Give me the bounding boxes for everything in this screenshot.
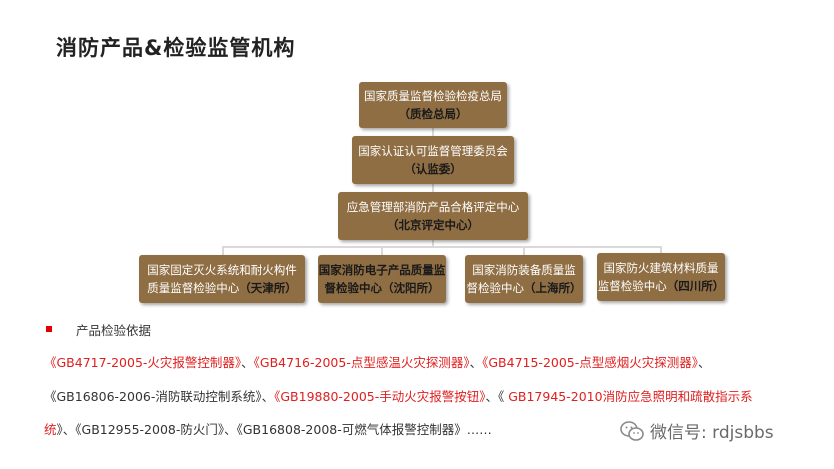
node-shenyang-line2: 督检验中心（沈阳所）: [324, 281, 440, 295]
separator: 、《: [485, 389, 509, 404]
connector-line: [222, 246, 662, 248]
standard-gb19880: 《GB19880-2005-手动火灾报警按钮》: [274, 389, 486, 404]
node-cnca-name: 国家认证认可监督管理委员会: [358, 144, 508, 158]
standard-gb17945: GB17945-2010消防应急照明和疏散指示系: [508, 389, 753, 404]
node-sichuan-line2: 监督检验中心: [597, 279, 667, 293]
node-cnca: 国家认证认可监督管理委员会 （认监委）: [352, 136, 514, 184]
node-cnca-abbr: （认监委）: [404, 162, 462, 176]
node-shenyang: 国家消防电子产品质量监 督检验中心（沈阳所）: [318, 255, 446, 303]
wechat-id: 微信号: rdjsbbs: [650, 423, 774, 443]
separator: 、: [469, 355, 483, 370]
node-shenyang-line1: 国家消防电子产品质量监: [318, 263, 446, 277]
node-shanghai-line2-wrap: 督检验中心（上海所）: [467, 279, 582, 297]
node-aqsiq-abbr: （质检总局）: [398, 107, 468, 121]
node-sichuan-line1: 国家防火建筑材料质量: [603, 261, 719, 275]
standard-gb4717: 《GB4717-2005-火灾报警控制器》: [44, 355, 242, 370]
standards-line-2: 《GB16806-2006-消防联动控制系统》、《GB19880-2005-手动…: [44, 386, 753, 405]
connector-line: [523, 246, 525, 255]
node-beijing: 应急管理部消防产品合格评定中心 （北京评定中心）: [338, 192, 528, 240]
standard-gb17945-cont: 统: [44, 422, 57, 437]
standard-gb16806: 《GB16806-2006-消防联动控制系统》: [44, 389, 262, 404]
connector-line: [660, 246, 662, 253]
page-title: 消防产品&检验监管机构: [56, 36, 296, 60]
node-sichuan-line2-wrap: 监督检验中心（四川所）: [598, 277, 725, 295]
node-shanghai-line2: 督检验中心: [466, 281, 525, 295]
standard-gb4715: 《GB4715-2005-点型感烟火灾探测器》: [482, 355, 699, 370]
node-shanghai-line1: 国家消防装备质量监: [472, 263, 576, 277]
node-tianjin: 国家固定灭火系统和耐火构件 质量监督检验中心（天津所）: [139, 255, 305, 303]
node-sichuan: 国家防火建筑材料质量 监督检验中心（四川所）: [597, 253, 725, 301]
wechat-watermark: 微信号: rdjsbbs: [620, 418, 774, 443]
node-sichuan-abbr: （四川所）: [666, 279, 725, 293]
node-aqsiq-name: 国家质量监督检验检疫总局: [364, 89, 502, 103]
connector-line: [381, 246, 383, 255]
separator: 、: [261, 389, 275, 404]
node-tianjin-abbr: （天津所）: [239, 281, 297, 295]
node-beijing-abbr: （北京评定中心）: [387, 218, 479, 232]
standards-line-1: 《GB4717-2005-火灾报警控制器》、《GB4716-2005-点型感温火…: [44, 352, 711, 371]
connector-line: [432, 240, 434, 247]
node-shanghai-abbr: （上海所）: [524, 281, 582, 295]
node-tianjin-line1: 国家固定灭火系统和耐火构件: [147, 263, 297, 277]
standard-gb4716: 《GB4716-2005-点型感温火灾探测器》: [253, 355, 470, 370]
node-tianjin-line2: 质量监督检验中心: [147, 281, 240, 295]
node-aqsiq: 国家质量监督检验检疫总局 （质检总局）: [359, 82, 507, 128]
connector-line: [432, 128, 434, 136]
bullet-square-icon: [46, 326, 52, 332]
node-shanghai: 国家消防装备质量监 督检验中心（上海所）: [465, 255, 583, 303]
connector-line: [222, 246, 224, 255]
node-tianjin-line2-wrap: 质量监督检验中心（天津所）: [147, 279, 297, 297]
node-beijing-name: 应急管理部消防产品合格评定中心: [346, 200, 520, 214]
separator: 、: [241, 355, 254, 370]
standards-rest: 》、《GB12955-2008-防火门》、《GB16808-2008-可燃气体报…: [56, 422, 492, 437]
separator: 、: [698, 355, 711, 370]
connector-line: [432, 184, 434, 192]
standards-line-3: 统》、《GB12955-2008-防火门》、《GB16808-2008-可燃气体…: [44, 419, 492, 438]
wechat-icon: [620, 420, 644, 441]
basis-title: 产品检验依据: [76, 323, 152, 338]
